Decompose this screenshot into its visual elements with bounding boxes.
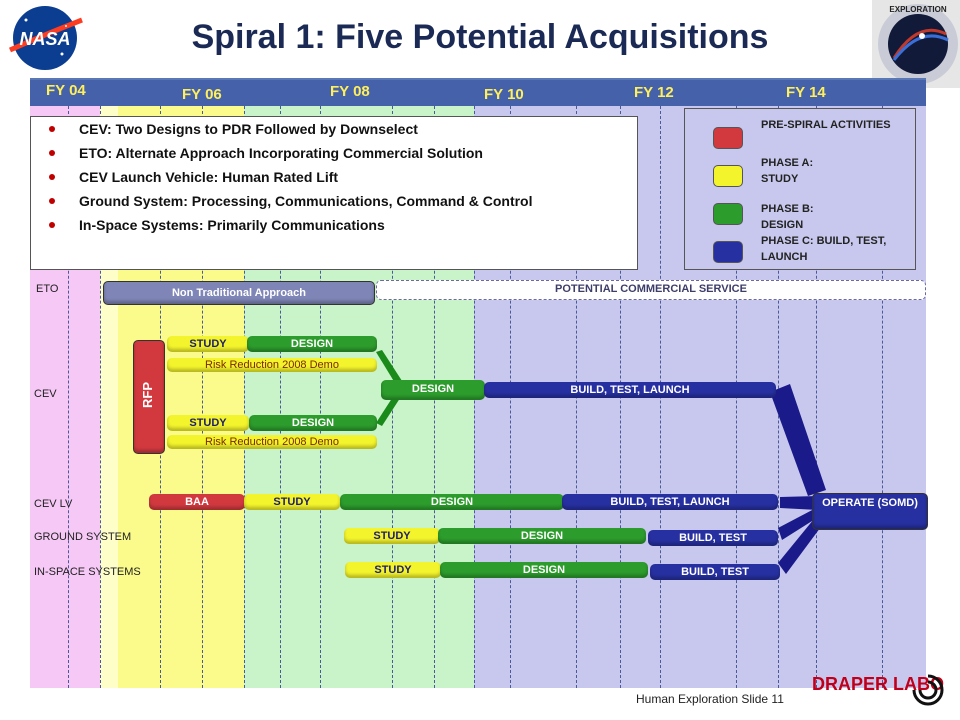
- in-space-design-bar: DESIGN: [440, 562, 648, 578]
- exploration-badge-logo: EXPLORATION: [872, 0, 960, 88]
- cev-lv-baa-bar: BAA: [149, 494, 245, 510]
- fy-label: FY 12: [634, 84, 674, 101]
- non-traditional-approach-bar: Non Traditional Approach: [103, 281, 375, 305]
- fiscal-year-header: [30, 80, 926, 106]
- legend-swatch-study: [713, 165, 743, 187]
- cev-design-downselect-bar: DESIGN: [381, 380, 485, 400]
- cev-build-test-launch-bar: BUILD, TEST, LAUNCH: [484, 382, 776, 398]
- cev-study-bar-1: STUDY: [167, 336, 249, 352]
- in-space-study-bar: STUDY: [345, 562, 441, 578]
- in-space-build-test-bar: BUILD, TEST: [650, 564, 780, 580]
- draper-logo-text: DRAPER LABORATORY: [812, 674, 945, 694]
- badge-text: EXPLORATION: [889, 5, 946, 14]
- rfp-bar: RFP: [133, 340, 165, 454]
- legend-label: PHASE A: STUDY: [761, 157, 814, 185]
- legend-swatch-pre-spiral: [713, 127, 743, 149]
- ground-system-build-test-bar: BUILD, TEST: [648, 530, 778, 546]
- cev-lv-build-test-launch-bar: BUILD, TEST, LAUNCH: [562, 494, 778, 510]
- bullet-item: Ground System: Processing, Communication…: [31, 193, 637, 209]
- row-label-cev-lv: CEV LV: [34, 498, 73, 510]
- legend-label: PHASE C: BUILD, TEST, LAUNCH: [761, 235, 887, 263]
- bullet-item: CEV Launch Vehicle: Human Rated Lift: [31, 169, 637, 185]
- bullet-item: In-Space Systems: Primarily Communicatio…: [31, 217, 637, 233]
- slide-footer: Human Exploration Slide 11: [636, 692, 784, 706]
- row-label-in-space-systems: IN-SPACE SYSTEMS: [34, 566, 141, 578]
- legend-label: PHASE B: DESIGN: [761, 203, 814, 231]
- cev-lv-design-bar: DESIGN: [340, 494, 564, 510]
- row-label-eto: ETO: [36, 283, 59, 295]
- nasa-logo: NASA: [6, 4, 84, 72]
- cev-design-bar-2: DESIGN: [249, 415, 377, 431]
- ground-system-study-bar: STUDY: [344, 528, 440, 544]
- legend-swatch-build: [713, 241, 743, 263]
- bullet-item: CEV: Two Designs to PDR Followed by Down…: [31, 121, 637, 137]
- cev-lv-study-bar: STUDY: [244, 494, 340, 510]
- fy-label: FY 04: [46, 82, 86, 99]
- summary-bullets: CEV: Two Designs to PDR Followed by Down…: [30, 116, 638, 270]
- potential-commercial-service-bar: POTENTIAL COMMERCIAL SERVICE: [376, 280, 926, 300]
- ground-system-design-bar: DESIGN: [438, 528, 646, 544]
- legend-label: PRE-SPIRAL ACTIVITIES: [761, 119, 891, 131]
- nasa-logo-text: NASA: [19, 29, 70, 49]
- draper-laboratory-logo: DRAPER LABORATORY: [810, 668, 960, 710]
- legend-swatch-design: [713, 203, 743, 225]
- row-label-cev: CEV: [34, 388, 57, 400]
- phase-legend: PRE-SPIRAL ACTIVITIES PHASE A: STUDY PHA…: [684, 108, 916, 270]
- fy-label: FY 14: [786, 84, 826, 101]
- bullet-item: ETO: Alternate Approach Incorporating Co…: [31, 145, 637, 161]
- cev-design-bar-1: DESIGN: [247, 336, 377, 352]
- rfp-label: RFP: [140, 382, 155, 408]
- cev-study-bar-2: STUDY: [167, 415, 249, 431]
- risk-reduction-demo-bar-1: Risk Reduction 2008 Demo: [167, 358, 377, 372]
- page-title: Spiral 1: Five Potential Acquisitions: [191, 18, 769, 56]
- risk-reduction-demo-bar-2: Risk Reduction 2008 Demo: [167, 435, 377, 449]
- row-label-ground-system: GROUND SYSTEM: [34, 531, 132, 543]
- fy-label: FY 08: [330, 83, 370, 100]
- fy-label: FY 06: [182, 86, 222, 103]
- fy-label: FY 10: [484, 86, 524, 103]
- operate-somd-bar: OPERATE (SOMD): [812, 493, 928, 530]
